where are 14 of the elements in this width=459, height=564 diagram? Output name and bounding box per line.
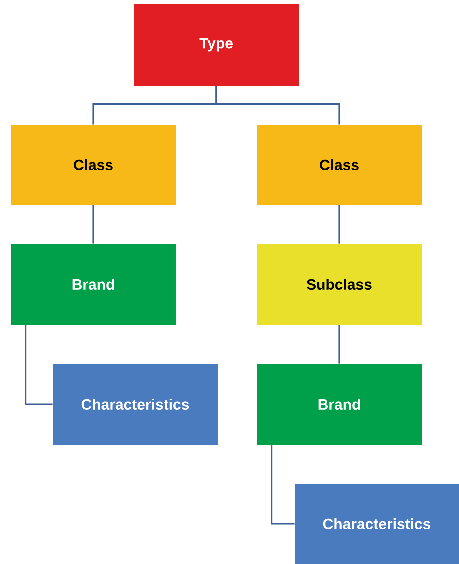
connector-line — [216, 86, 340, 125]
connector-line — [92, 205, 94, 244]
class-box: Class — [11, 125, 176, 205]
connector-line — [271, 445, 295, 525]
type-box: Type — [134, 4, 299, 86]
connector-line — [25, 325, 53, 406]
connector-line — [338, 325, 340, 364]
subclass-box: Subclass — [257, 244, 422, 325]
characteristics-box: Characteristics — [295, 484, 459, 564]
brand-box: Brand — [257, 364, 422, 445]
connector-line — [338, 205, 340, 244]
brand-box: Brand — [11, 244, 176, 325]
characteristics-box: Characteristics — [53, 364, 218, 445]
class-box: Class — [257, 125, 422, 205]
